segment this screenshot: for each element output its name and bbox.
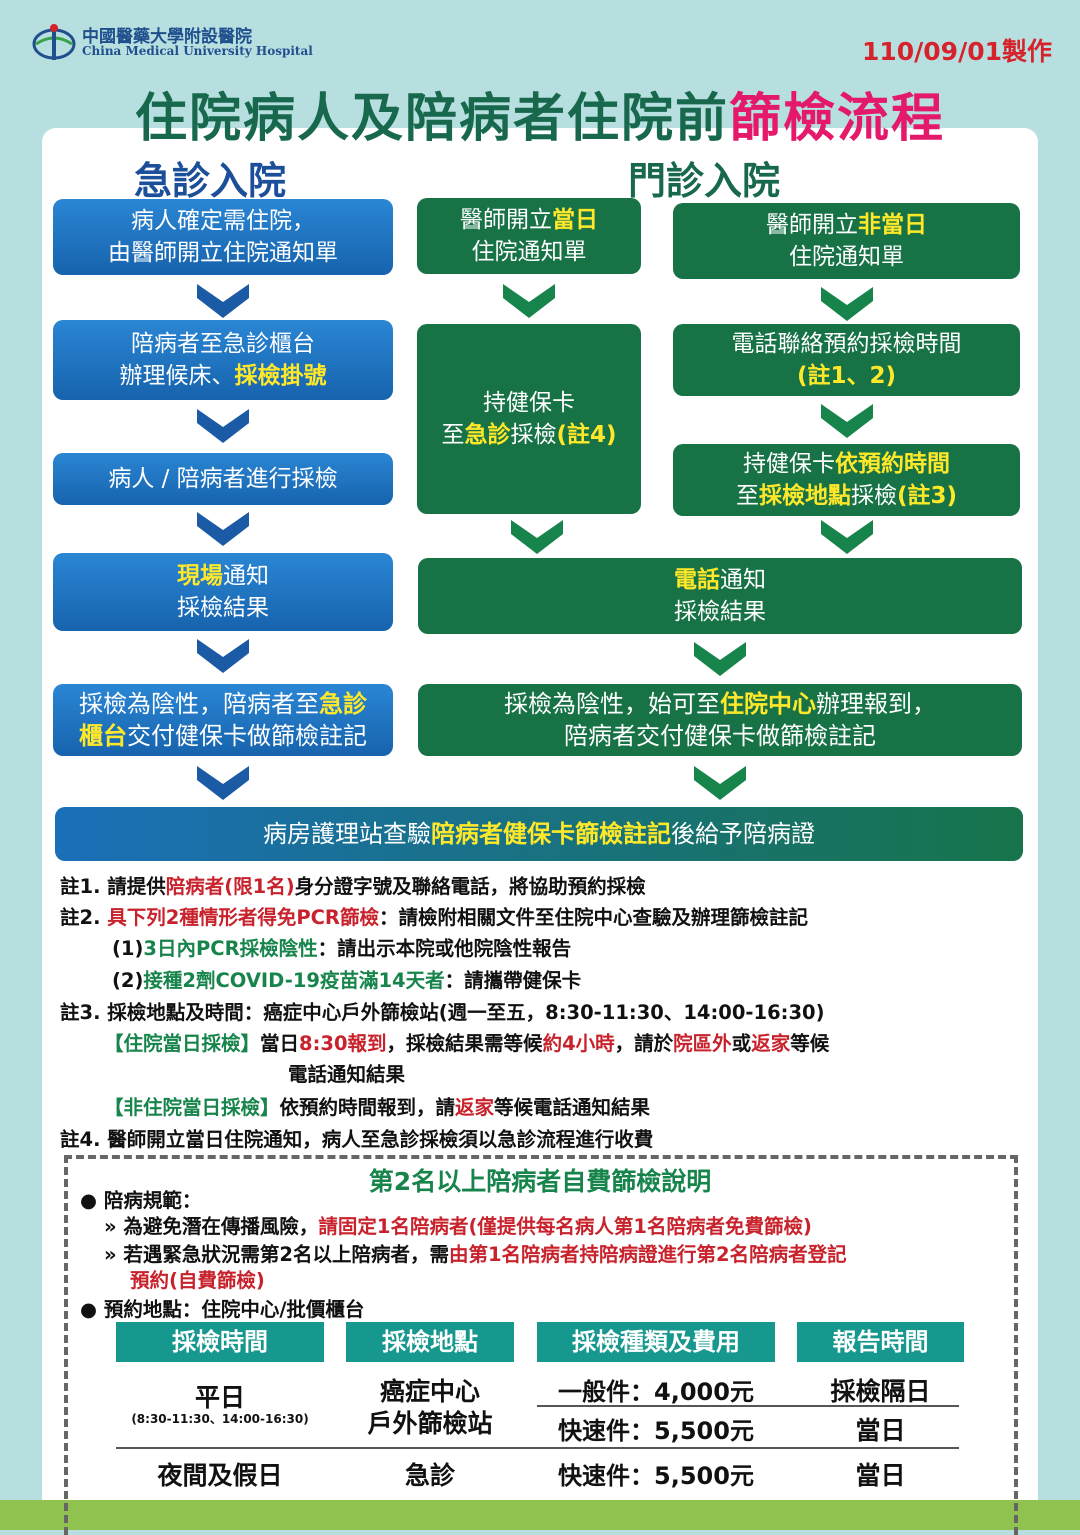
note-2: 註2. 具下列2種情形者得免PCR篩檢：請檢附相關文件至住院中心查驗及辦理篩檢註… (60, 906, 808, 929)
note-2-2: (2)接種2劑COVID-19疫苗滿14天者：請攜帶健保卡 (112, 969, 582, 992)
cell-weekday: 平日 (194, 1383, 245, 1412)
arrow-down-icon (821, 287, 873, 321)
arrow-down-icon (197, 639, 249, 673)
page-title: 住院病人及陪病者住院前篩檢流程 (134, 89, 946, 149)
note-1: 註1. 請提供陪病者(限1名)身分證字號及聯絡電話，將協助預約採檢 (60, 875, 646, 898)
arrow-down-icon (821, 404, 873, 438)
location: ● 預約地點：住院中心/批價櫃台 (80, 1298, 365, 1321)
er-step-5: 採檢為陰性，陪病者至急診 櫃台交付健保卡做篩檢註記 (53, 684, 393, 756)
note-3: 註3. 採檢地點及時間：癌症中心戶外篩檢站(週一至五，8:30-11:30、14… (60, 1001, 825, 1024)
nonsameday-step-1: 醫師開立非當日 住院通知單 (673, 203, 1020, 279)
er-step-2: 陪病者至急診櫃台 辦理候床、採檢掛號 (53, 320, 393, 400)
arrow-down-icon (197, 284, 249, 318)
double-chevron-icon: » (104, 1215, 124, 1238)
er-step-4: 現場通知 採檢結果 (53, 553, 393, 631)
hospital-name-zh: 中國醫藥大學附設醫院 (82, 27, 252, 47)
rule-1: » 為避免潛在傳播風險，請固定1名陪病者(僅提供每名病人第1名陪病者免費篩檢) (104, 1215, 812, 1238)
arrow-down-icon (821, 520, 873, 554)
er-step-1: 病人確定需住院，由醫師開立住院通知單 (53, 199, 393, 275)
cell-fee-3: 快速件：5,500元 (558, 1462, 754, 1490)
section-emergency: 急診入院 (134, 159, 287, 203)
cell-report-3: 當日 (855, 1461, 906, 1490)
cell-place-2: 戶外篩檢站 (367, 1409, 493, 1438)
outpatient-result: 電話通知 採檢結果 (418, 558, 1022, 634)
arrow-down-icon (694, 642, 746, 676)
table-header-report: 報告時間 (797, 1322, 964, 1362)
nonsameday-step-3: 持健保卡依預約時間 至採檢地點採檢(註3) (673, 444, 1020, 516)
cell-report-1: 採檢隔日 (830, 1377, 931, 1406)
arrow-down-icon (197, 766, 249, 800)
rule-title: ● 陪病規範： (80, 1189, 202, 1212)
self-pay-frame (64, 1155, 1018, 1535)
arrow-down-icon (511, 520, 563, 554)
note-3-1-cont: 電話通知結果 (288, 1063, 406, 1086)
self-pay-title: 第2名以上陪病者自費篩檢說明 (0, 1162, 1080, 1198)
date-label: 110/09/01製作 (861, 37, 1052, 66)
table-header-time: 採檢時間 (116, 1322, 324, 1362)
note-2-1: (1)3日內PCR採檢陰性：請出示本院或他院陰性報告 (112, 937, 572, 960)
bullet-icon: ● (80, 1189, 104, 1212)
cell-fee-1: 一般件：4,000元 (558, 1378, 754, 1406)
er-step-3: 病人 / 陪病者進行採檢 (53, 453, 393, 505)
sameday-step-1: 醫師開立當日 住院通知單 (417, 198, 641, 274)
cell-weekday-time: (8:30-11:30、14:00-16:30) (131, 1412, 309, 1426)
cell-place-3: 急診 (404, 1461, 455, 1490)
note-3-2: 【非住院當日採檢】依預約時間報到，請返家等候電話通知結果 (104, 1096, 651, 1119)
note-4: 註4. 醫師開立當日住院通知，病人至急診採檢須以急診流程進行收費 (60, 1128, 654, 1151)
table-header-fee: 採檢種類及費用 (537, 1322, 775, 1362)
arrow-down-icon (694, 766, 746, 800)
hospital-name-en: China Medical University Hospital (82, 44, 313, 58)
final-step: 病房護理站查驗陪病者健保卡篩檢註記後給予陪病證 (55, 807, 1023, 861)
bullet-icon: ● (80, 1298, 104, 1321)
rule-2: » 若遇緊急狀況需第2名以上陪病者，需由第1名陪病者持陪病證進行第2名陪病者登記 (104, 1243, 847, 1266)
section-outpatient: 門診入院 (628, 159, 781, 203)
arrow-down-icon (197, 409, 249, 443)
cell-fee-2: 快速件：5,500元 (558, 1417, 754, 1445)
sameday-step-2: 持健保卡 至急診採檢(註4) (417, 324, 641, 514)
table-header-place: 採檢地點 (346, 1322, 514, 1362)
cell-night: 夜間及假日 (157, 1461, 283, 1490)
arrow-down-icon (503, 284, 555, 318)
row-divider (116, 1447, 959, 1449)
bottom-band (0, 1500, 1080, 1530)
row-divider (537, 1405, 959, 1407)
note-3-1: 【住院當日採檢】當日8:30報到，採檢結果需等候約4小時，請於院區外或返家等候 (104, 1032, 830, 1055)
outpatient-negative: 採檢為陰性，始可至住院中心辦理報到， 陪病者交付健保卡做篩檢註記 (418, 684, 1022, 756)
hospital-logo-icon (32, 24, 76, 60)
cell-place-1: 癌症中心 (379, 1377, 480, 1406)
double-chevron-icon: » (104, 1243, 124, 1266)
arrow-down-icon (197, 512, 249, 546)
nonsameday-step-2: 電話聯絡預約採檢時間 (註1、2) (673, 324, 1020, 396)
rule-2-cont: 預約(自費篩檢) (130, 1269, 265, 1292)
cell-report-2: 當日 (855, 1416, 906, 1445)
